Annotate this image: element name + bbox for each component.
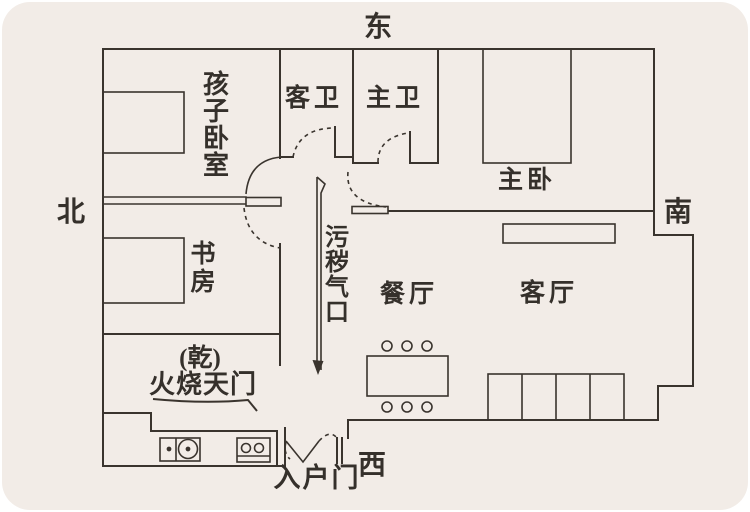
furniture [102, 48, 625, 463]
room-label-guest-bathroom: 客卫 [285, 85, 344, 112]
foul-air-flow-arrow [312, 176, 326, 375]
master-bedroom-door-arc [347, 171, 387, 208]
compass-east: 东 [363, 12, 392, 43]
master-bed [482, 48, 572, 164]
annotation-underline [152, 398, 258, 412]
room-label-master-bedroom: 主卧 [498, 167, 557, 194]
room-label-dining-room: 餐厅 [380, 281, 439, 308]
room-label-living-room: 客厅 [520, 280, 579, 307]
annotation-fire-burns-heaven-gate: 火烧天门 [148, 370, 257, 399]
children-door-leaf [245, 196, 282, 207]
entry-door-arc-right [318, 433, 338, 442]
tv-console [502, 223, 616, 244]
dining-chairs [381, 340, 433, 413]
walls [102, 48, 694, 467]
room-label-study: 书房 [190, 241, 216, 296]
master-bedroom-door-leaf [351, 205, 389, 215]
study-door-arc [243, 207, 281, 249]
room-label-children-bedroom: 孩子卧室 [202, 70, 229, 180]
label-entrance-door: 入户门 [273, 463, 361, 493]
children-bed [102, 91, 185, 154]
entry-door-arc-left [284, 441, 291, 460]
study-desk [102, 237, 185, 304]
compass-north: 北 [56, 197, 85, 228]
kitchen-sink-unit [159, 437, 201, 462]
master-bath-door-arc [377, 132, 409, 163]
interior-walls [102, 48, 655, 467]
sofa [487, 373, 625, 421]
entry-door-leaves [285, 440, 320, 464]
annotation-qian-trigram: (乾) [179, 345, 221, 372]
dining-table [366, 355, 449, 397]
room-label-master-bathroom: 主卫 [366, 85, 425, 112]
kitchen-stove-unit [236, 437, 271, 463]
compass-west: 西 [357, 450, 386, 481]
door-swings [243, 127, 409, 464]
children-door-arc [245, 156, 282, 195]
children-study-wall [102, 196, 247, 205]
compass-south: 南 [663, 197, 692, 228]
arrow-head [312, 360, 324, 375]
guest-bath-door-arc [292, 127, 336, 158]
annotation-foul-air-vent: 污秽气口 [325, 225, 349, 326]
